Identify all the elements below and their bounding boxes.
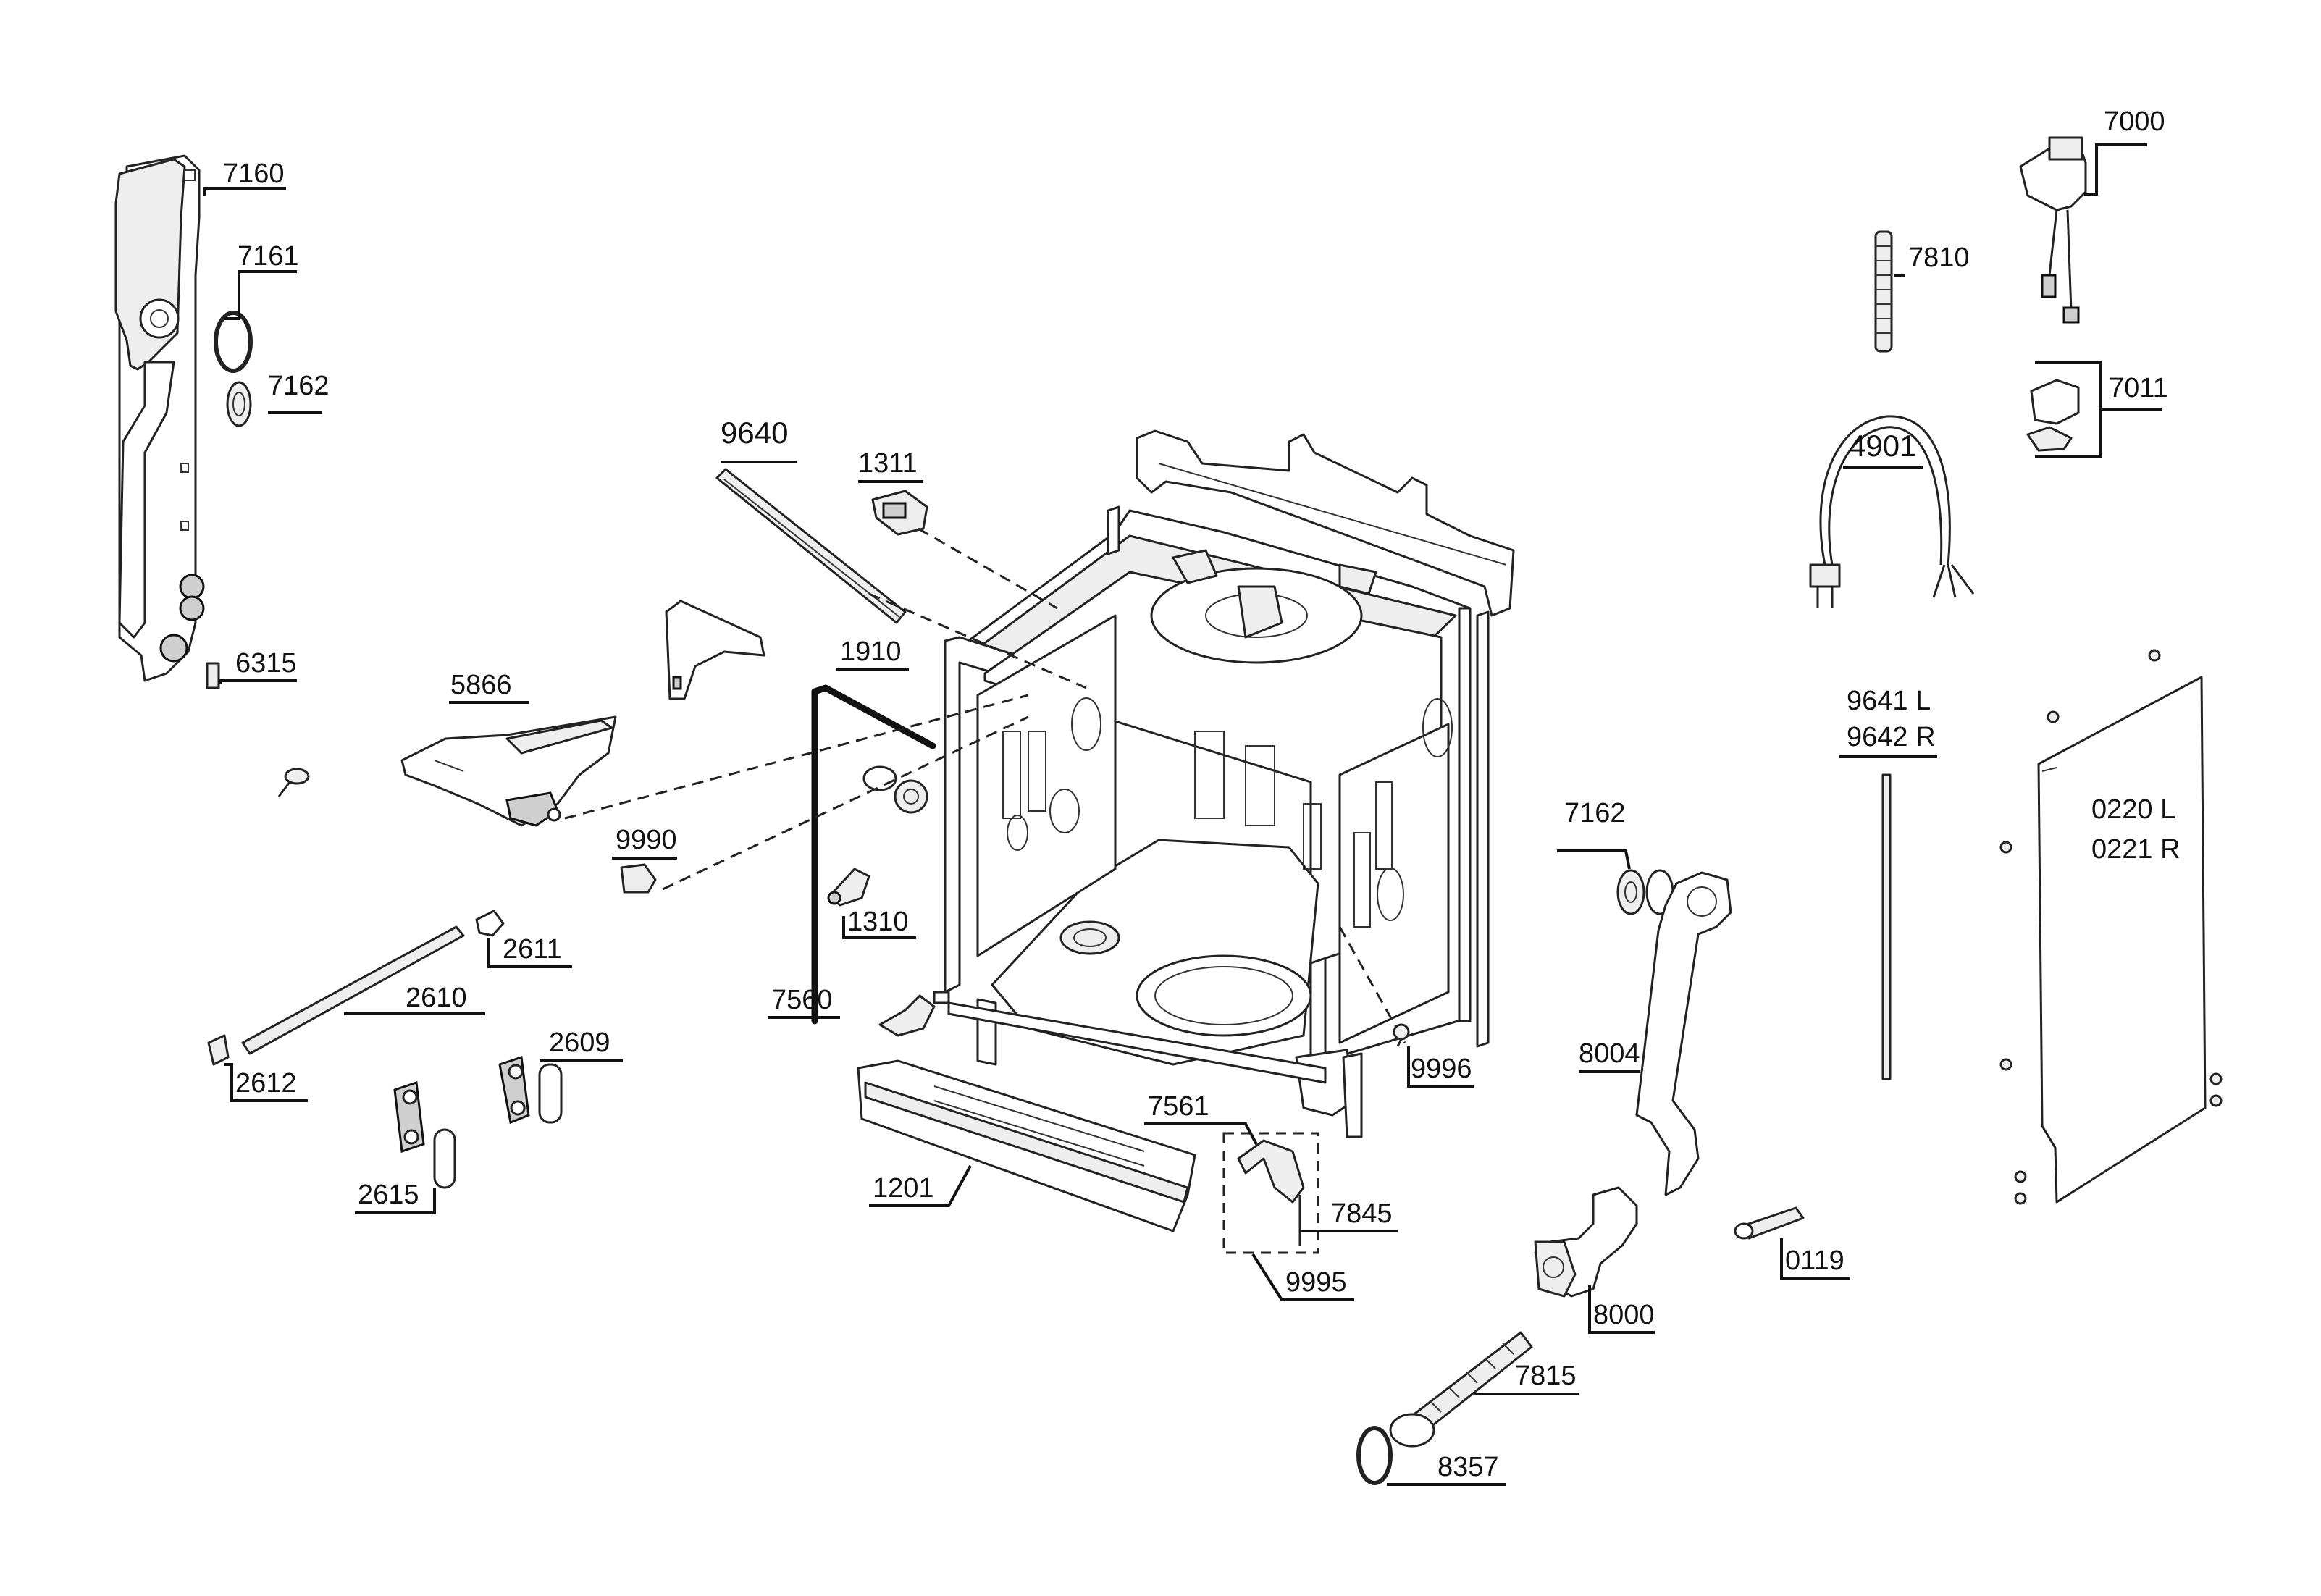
label-9990: 9990	[616, 825, 677, 855]
leader-lines	[203, 143, 2162, 1486]
label-7000: 7000	[2104, 106, 2165, 137]
label-9642: 9642 R	[1847, 722, 1936, 752]
part-2611-end-cap	[475, 910, 505, 937]
label-1910: 1910	[840, 637, 902, 667]
label-6315: 6315	[235, 648, 297, 679]
label-2615: 2615	[358, 1180, 419, 1210]
part-2615-hinge-pair	[393, 1080, 456, 1189]
part-screw-left	[277, 768, 310, 797]
part-7810-hose	[1874, 230, 1893, 353]
label-7561: 7561	[1148, 1091, 1209, 1122]
label-8004: 8004	[1579, 1038, 1640, 1069]
part-9990-clip	[620, 863, 657, 894]
part-9640-seal-strip	[715, 468, 907, 624]
label-7560: 7560	[771, 985, 833, 1015]
part-8357-hose-clamp	[1356, 1426, 1393, 1485]
label-4901: 4901	[1849, 429, 1916, 463]
label-2611: 2611	[503, 934, 562, 965]
part-2610-kickplate-strip	[241, 925, 465, 1055]
part-2609-hinge-pair	[498, 1055, 563, 1125]
part-1910-7560-door-seal	[811, 684, 936, 1025]
part-9995-kit-box	[1222, 1132, 1319, 1254]
label-0220: 0220 L	[2091, 794, 2175, 825]
label-7815: 7815	[1515, 1361, 1577, 1391]
part-9996-screw	[1393, 1023, 1410, 1047]
label-2610: 2610	[406, 983, 467, 1013]
label-5866: 5866	[450, 670, 512, 700]
label-8000: 8000	[1593, 1300, 1655, 1330]
part-round-cap	[862, 765, 928, 814]
part-4901-power-cable	[1809, 415, 1975, 608]
label-7162-left: 7162	[268, 371, 330, 401]
part-1310-latch	[827, 868, 870, 907]
label-1201: 1201	[873, 1173, 934, 1204]
part-bracket-plate	[665, 600, 765, 700]
part-7160-side-panel	[114, 154, 205, 682]
part-1201-bottom-rail	[857, 1059, 1196, 1232]
part-6315-clip	[206, 662, 220, 689]
part-8000-pump	[1534, 1186, 1638, 1298]
part-7161-seal-ring	[214, 311, 253, 373]
label-7162-right: 7162	[1564, 798, 1626, 828]
label-8357: 8357	[1437, 1452, 1499, 1482]
part-7815-drain-hose	[1389, 1331, 1533, 1448]
part-5866-cover	[400, 715, 617, 827]
label-9641: 9641 L	[1847, 686, 1931, 716]
label-9640: 9640	[721, 416, 788, 450]
label-1310: 1310	[847, 907, 909, 937]
label-0221: 0221 R	[2091, 834, 2181, 865]
part-labels: 7160 7161 7162 6315 9640 1311 1910 5866 …	[223, 106, 2181, 1482]
part-tub-frame	[878, 429, 1515, 1138]
part-9641-9642-rod	[1881, 773, 1892, 1080]
part-0220-0221-side-panel	[1999, 649, 2223, 1205]
label-7161: 7161	[238, 241, 299, 272]
label-9995: 9995	[1285, 1267, 1347, 1298]
part-0119-pad	[1734, 1206, 1805, 1240]
label-7810: 7810	[1908, 243, 1970, 273]
part-7000-inlet-valve	[2019, 136, 2087, 324]
label-2609: 2609	[549, 1028, 610, 1058]
part-2612-end-cap	[207, 1034, 230, 1066]
part-8004-supply-pipe	[1635, 871, 1732, 1196]
assembly-lines	[564, 527, 1406, 1043]
label-7011: 7011	[2109, 373, 2168, 403]
label-9996: 9996	[1411, 1054, 1472, 1084]
label-7160: 7160	[223, 159, 285, 189]
label-7845: 7845	[1331, 1198, 1393, 1229]
part-7011-sensor	[2026, 379, 2080, 452]
label-0119: 0119	[1785, 1246, 1844, 1276]
label-2612: 2612	[235, 1068, 297, 1099]
label-1311: 1311	[858, 448, 918, 479]
part-1311-bracket	[871, 490, 928, 536]
part-7162-nut-left	[226, 381, 252, 427]
